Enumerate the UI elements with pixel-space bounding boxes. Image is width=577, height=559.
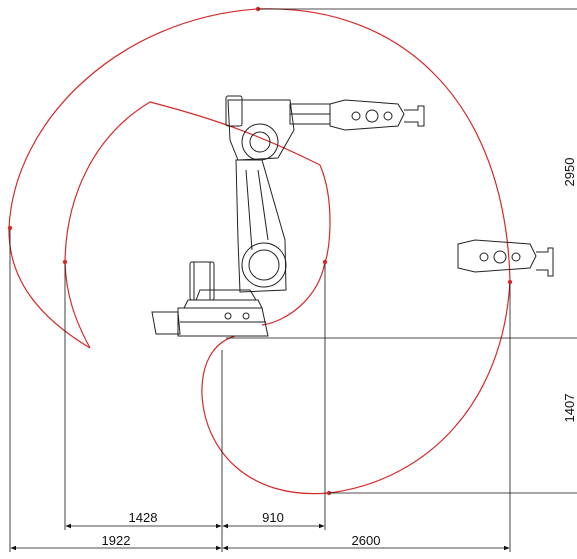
dim-label-910: 910 [262, 510, 284, 525]
robot-wrist-alternate [457, 239, 554, 277]
reference-lines [9, 8, 577, 552]
reach-point-right [507, 279, 513, 285]
dim-label-1428: 1428 [129, 510, 158, 525]
reach-point-inner [62, 259, 68, 265]
robot-base [151, 261, 269, 337]
dim-label-2950: 2950 [562, 158, 577, 187]
reach-point-elbow [322, 259, 328, 265]
robot-lower-arm [235, 159, 287, 293]
robot-wrist-raised [329, 99, 425, 131]
inner-reach-arc [64, 101, 321, 349]
outer-reach-arc [8, 8, 511, 349]
dim-label-1407: 1407 [562, 394, 577, 423]
robot-upper-arm [225, 95, 331, 161]
dim-label-2600: 2600 [352, 533, 381, 548]
robot-arm-drawing [151, 95, 554, 337]
dim-label-1922: 1922 [102, 533, 131, 548]
dimension-lines [10, 523, 510, 551]
lower-reach-arc [201, 279, 511, 495]
working-envelope [7, 6, 513, 496]
reach-point-left [7, 225, 13, 231]
